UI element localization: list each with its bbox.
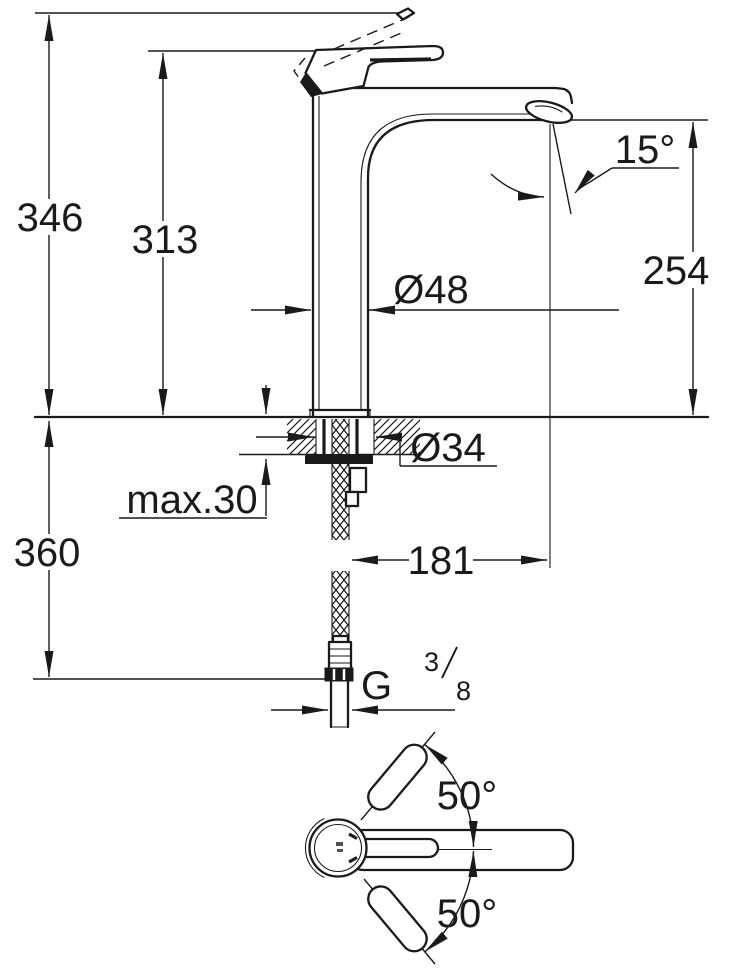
lever-handle — [293, 7, 445, 97]
dim-body-diameter: Ø48 — [251, 268, 619, 315]
mounting-locknut — [305, 454, 373, 464]
dim-label-50deg-upper: 50° — [437, 774, 498, 818]
mounting-shank-and-hoses — [305, 419, 373, 729]
dim-label-o34: Ø34 — [410, 426, 486, 470]
lever-raised-tip — [395, 7, 416, 21]
faucet-body — [308, 86, 574, 418]
aerator-outline — [524, 100, 574, 124]
body-outline-underside — [366, 118, 561, 418]
hose-connector-fitting — [348, 466, 368, 494]
dim-hose-length: 360 — [14, 421, 81, 677]
logo-pixel — [336, 842, 343, 846]
nut-body — [324, 667, 354, 682]
dim-label-g: G — [361, 664, 392, 708]
fraction-slash — [441, 646, 458, 679]
lever-closed-outline — [304, 44, 445, 95]
body-top-view-inner — [313, 823, 363, 873]
logo-pixel — [337, 849, 343, 852]
body-outline-top — [311, 86, 574, 418]
dim-spout-height: 254 — [636, 122, 716, 415]
lever-joint-tick-top — [348, 832, 358, 840]
hose-hex-nut — [324, 667, 354, 682]
thread-tail-g38 — [329, 679, 350, 729]
dim-label-15deg: 15° — [615, 128, 676, 172]
dim-label-max30: max.30 — [126, 478, 257, 522]
lever-top-view-lower — [367, 885, 428, 953]
lever-pivot-shadow — [300, 74, 322, 97]
braided-hose-upper — [332, 419, 349, 540]
grohe-logo-mark — [336, 842, 343, 852]
body-top-view-skirt-arc — [304, 818, 325, 878]
braided-hose-lower — [332, 571, 349, 642]
dim-deck-thickness: max.30 — [119, 385, 271, 522]
lever-raised-dash-top — [333, 16, 410, 50]
dim-spout-reach: 181 — [352, 124, 551, 583]
lever-underside-accent — [369, 57, 432, 62]
dim-label-181: 181 — [408, 539, 475, 583]
text-mask — [135, 221, 195, 257]
angle-15-arc — [490, 173, 545, 201]
dim-label-thread-denominator: 8 — [456, 676, 471, 706]
dim-label-346: 346 — [17, 196, 84, 240]
top-view: 50° 50° — [304, 731, 575, 965]
hose-crimp-fitting — [327, 634, 353, 671]
angle-50-arc-lower — [424, 850, 478, 953]
angle-15-leader — [574, 167, 613, 194]
aerator-detail — [534, 105, 563, 113]
hose-connector-stub — [344, 490, 360, 508]
lever-raised-dash-base — [293, 57, 312, 95]
dim-label-o48: Ø48 — [393, 268, 469, 312]
dim-label-thread-numerator: 3 — [424, 647, 439, 677]
dim-hole-diameter: Ø34 — [256, 426, 497, 470]
body-highlight-right — [360, 113, 547, 409]
dim-total-height: 346 — [17, 15, 84, 415]
lever-raised-dash-bottom — [323, 30, 407, 67]
front-view: 346 313 254 360 Ø48 — [14, 7, 716, 729]
lever-top-view-upper — [367, 743, 428, 811]
dim-thread: G 3 8 — [271, 646, 471, 715]
dim-label-360: 360 — [14, 531, 81, 575]
angle-15-line — [552, 123, 572, 215]
dim-spout-angle: 15° — [490, 123, 679, 215]
aerator — [524, 100, 574, 124]
dim-label-313: 313 — [132, 218, 199, 262]
dim-label-254: 254 — [643, 249, 710, 293]
dim-lever-height: 313 — [132, 53, 199, 415]
lever-joint-tick-bottom — [348, 856, 358, 864]
text-mask — [636, 252, 716, 288]
dim-label-50deg-lower: 50° — [437, 892, 498, 936]
text-mask — [20, 199, 80, 235]
body-top-view-outer — [308, 818, 368, 878]
angle-50-arc-upper — [424, 744, 478, 848]
text-mask — [15, 534, 79, 570]
